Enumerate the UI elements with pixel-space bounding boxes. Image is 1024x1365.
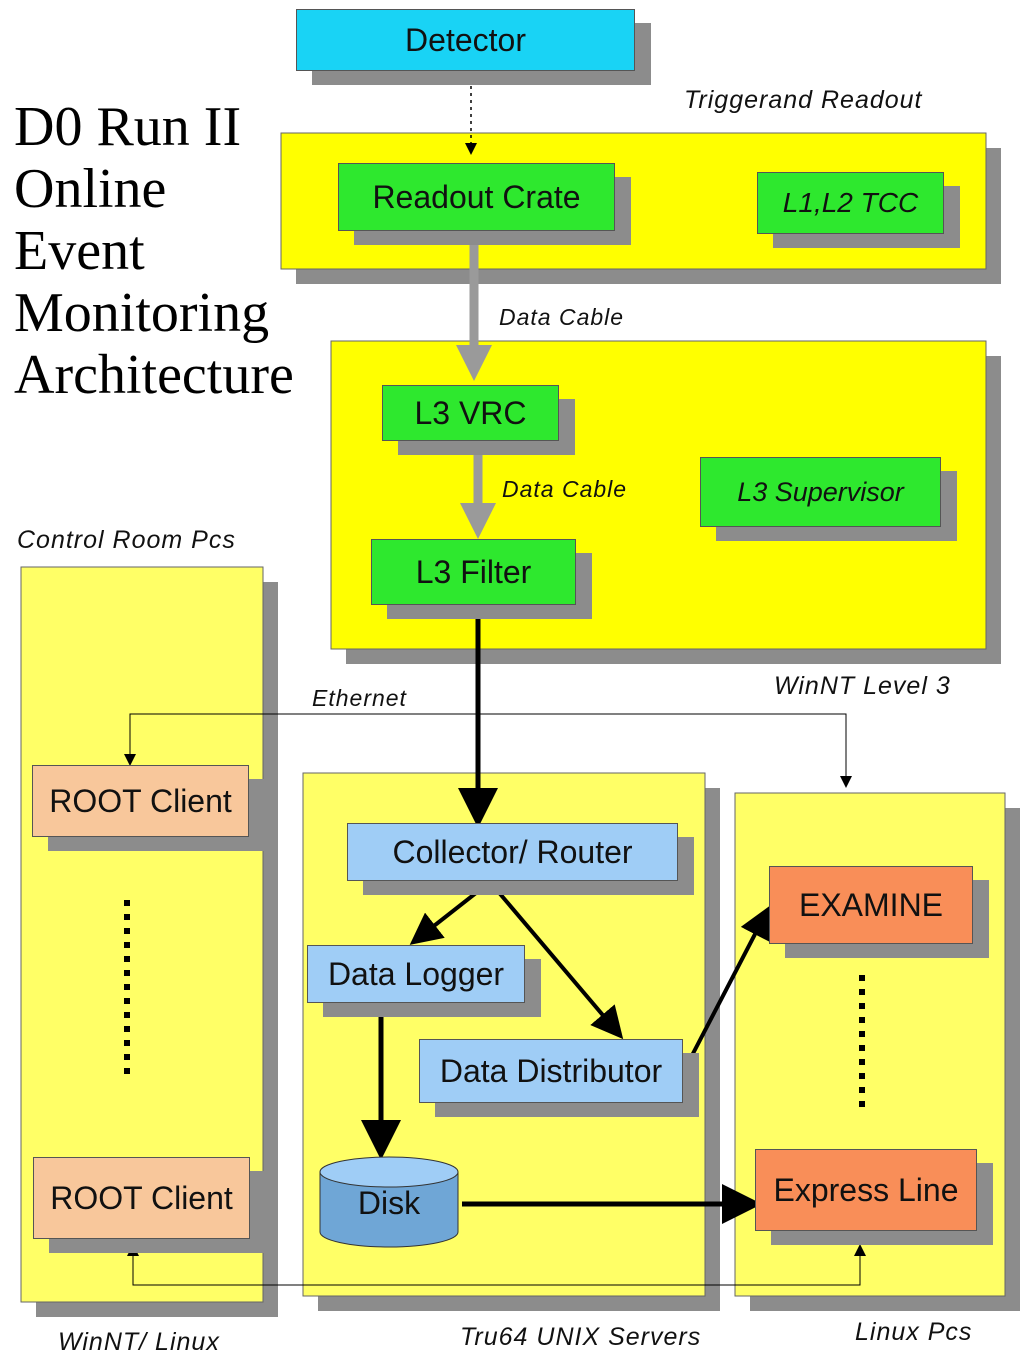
data-distributor-node: Data Distributor (419, 1039, 683, 1103)
data-logger-node: Data Logger (307, 945, 525, 1003)
tru64-label: Tru64 UNIX Servers (460, 1323, 702, 1351)
collector-to-distributor-link (488, 880, 624, 1040)
linux-pcs-label: Linux Pcs (855, 1318, 973, 1346)
disk-cylinder (319, 1156, 459, 1248)
root-client-node-1: ROOT Client (32, 765, 249, 837)
readout-crate-node: Readout Crate (338, 163, 615, 231)
l1-l2-tcc-node: L1,L2 TCC (757, 172, 944, 234)
detector-node: Detector (296, 9, 635, 71)
ethernet-to-root-client-1 (124, 713, 478, 766)
ethernet-label: Ethernet (312, 685, 407, 711)
distributor-to-examine-link (684, 905, 770, 1068)
trigger-readout-label: Triggerand Readout (684, 86, 923, 114)
express-line-node: Express Line (755, 1149, 977, 1231)
l3-supervisor-node: L3 Supervisor (700, 457, 941, 527)
title-line: D0 Run II (14, 96, 242, 158)
level3-label: WinNT Level 3 (774, 672, 951, 700)
control-room-label: Control Room Pcs (17, 526, 236, 554)
collector-to-logger-link (409, 880, 492, 945)
ethernet-to-linux-pcs (478, 713, 852, 788)
examine-node: EXAMINE (769, 866, 973, 944)
page-title: D0 Run II Online Event Monitoring Archit… (14, 96, 294, 406)
title-line: Architecture (14, 344, 294, 406)
root-client-node-2: ROOT Client (33, 1157, 250, 1239)
title-line: Online (14, 158, 167, 220)
data-cable-label-2: Data Cable (502, 476, 628, 502)
title-line: Event (14, 220, 145, 282)
disk-label: Disk (357, 1185, 421, 1221)
l3-filter-node: L3 Filter (371, 539, 576, 605)
winnt-linux-label: WinNT/ Linux (58, 1328, 220, 1356)
collector-router-node: Collector/ Router (347, 823, 678, 881)
l3-vrc-node: L3 VRC (382, 385, 559, 441)
title-line: Monitoring (14, 282, 270, 344)
data-cable-label-1: Data Cable (499, 304, 625, 330)
